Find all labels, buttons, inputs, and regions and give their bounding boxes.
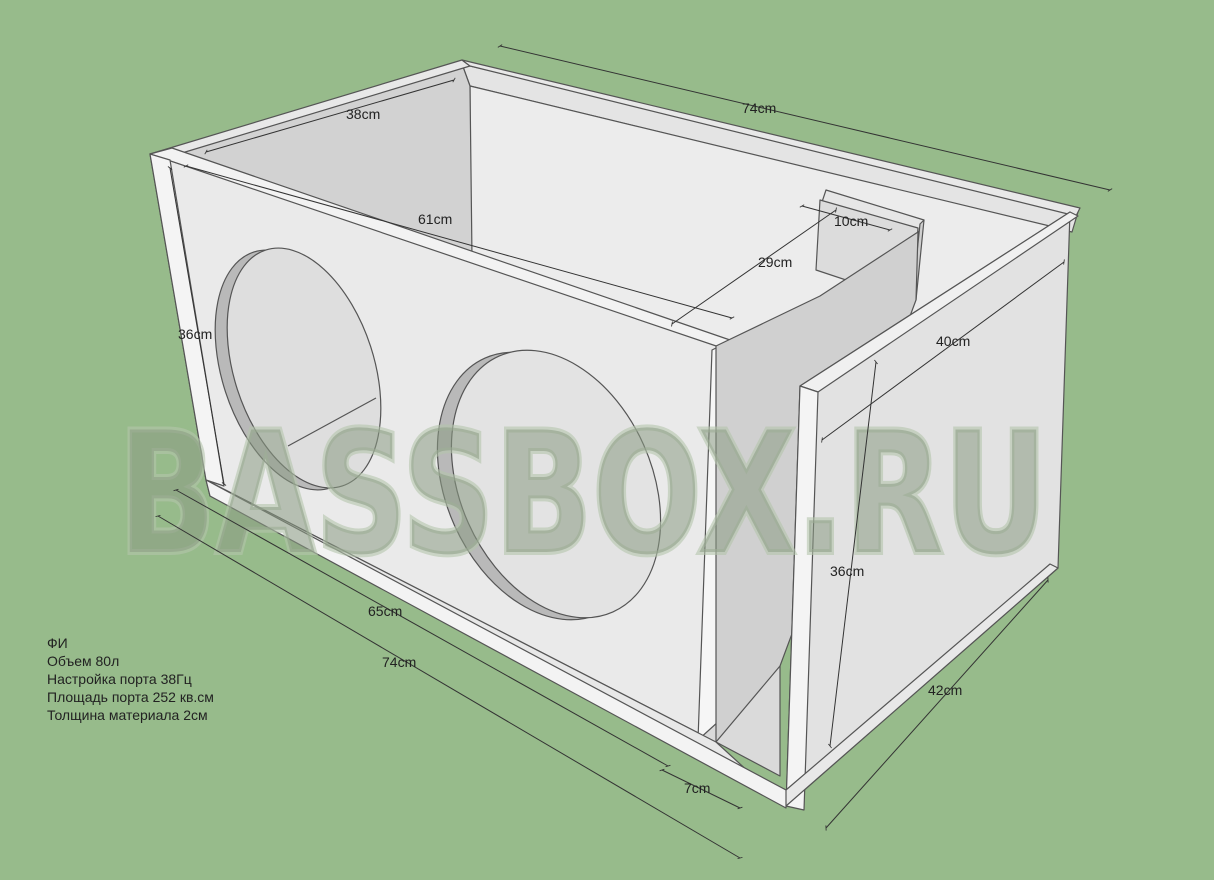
right-panel-front-edge (785, 385, 819, 811)
spec-line: ФИ (47, 635, 68, 651)
spec-line: Площадь порта 252 кв.см (47, 689, 214, 705)
label-bottom-inner-length: 65cm (368, 603, 402, 619)
label-inner-length: 61cm (418, 211, 452, 227)
label-inner-chamber-width: 38cm (346, 106, 380, 122)
label-side-height: 36cm (830, 563, 864, 579)
label-depth: 42cm (928, 682, 962, 698)
label-top-length: 74cm (742, 100, 776, 116)
label-side-depth-inner: 40cm (936, 333, 970, 349)
label-port-gap: 7cm (684, 780, 710, 796)
spec-line: Толщина материала 2см (47, 707, 208, 723)
spec-line: Объем 80л (47, 653, 119, 669)
dimension-lines (155, 44, 1113, 860)
label-port-width: 10cm (834, 213, 868, 229)
spec-list: ФИ Объем 80л Настройка порта 38Гц Площад… (47, 635, 214, 723)
spec-line: Настройка порта 38Гц (47, 671, 192, 687)
watermark-logo: BASSBOX.RU (118, 396, 1048, 592)
label-port-length: 29cm (758, 254, 792, 270)
label-inner-height: 36cm (178, 326, 212, 342)
label-bottom-length: 74cm (382, 654, 416, 670)
